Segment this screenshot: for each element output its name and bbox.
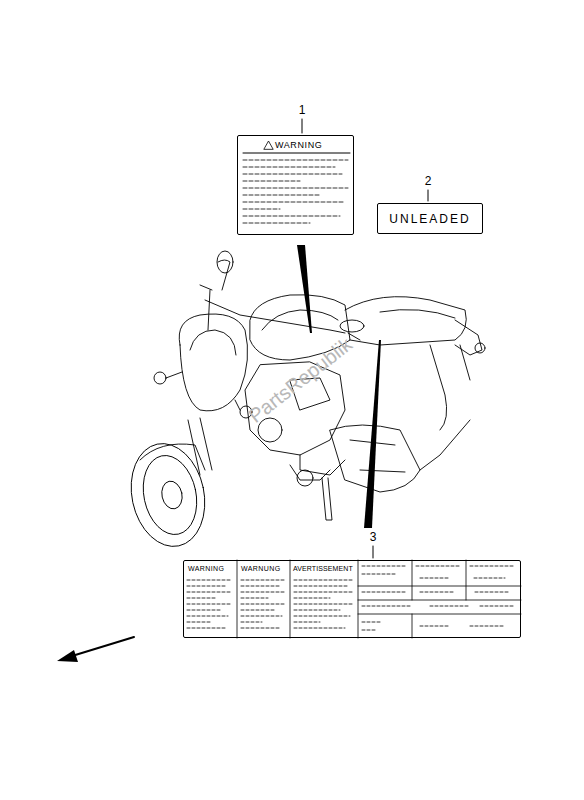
callout-number: 2 [425, 175, 432, 187]
label-heading: WARNING [188, 565, 224, 572]
label-heading: AVERTISSEMENT [293, 565, 353, 572]
label-heading: WARNUNG [241, 565, 280, 572]
direction-arrowhead [57, 650, 78, 662]
label-text-lines [243, 141, 350, 223]
leader-line [302, 119, 303, 133]
pointer-wedge [364, 340, 381, 528]
fuel-label: UNLEADED [377, 203, 483, 234]
warning-label: WARNING [237, 135, 354, 235]
leader-line [373, 546, 374, 558]
label-heading: WARNING [275, 141, 322, 150]
label-text-lines [187, 560, 521, 638]
label-heading: UNLEADED [389, 213, 470, 225]
motorcycle [122, 251, 485, 553]
direction-arrow [72, 637, 134, 656]
warning-label: WARNING WARNUNG AVERTISSEMENT [183, 560, 521, 638]
watermark: PartsRepublik [245, 334, 355, 426]
leader-line [428, 190, 429, 201]
callout-number: 3 [370, 531, 377, 543]
callout-number: 1 [299, 104, 306, 116]
pointer-wedge [297, 245, 312, 333]
